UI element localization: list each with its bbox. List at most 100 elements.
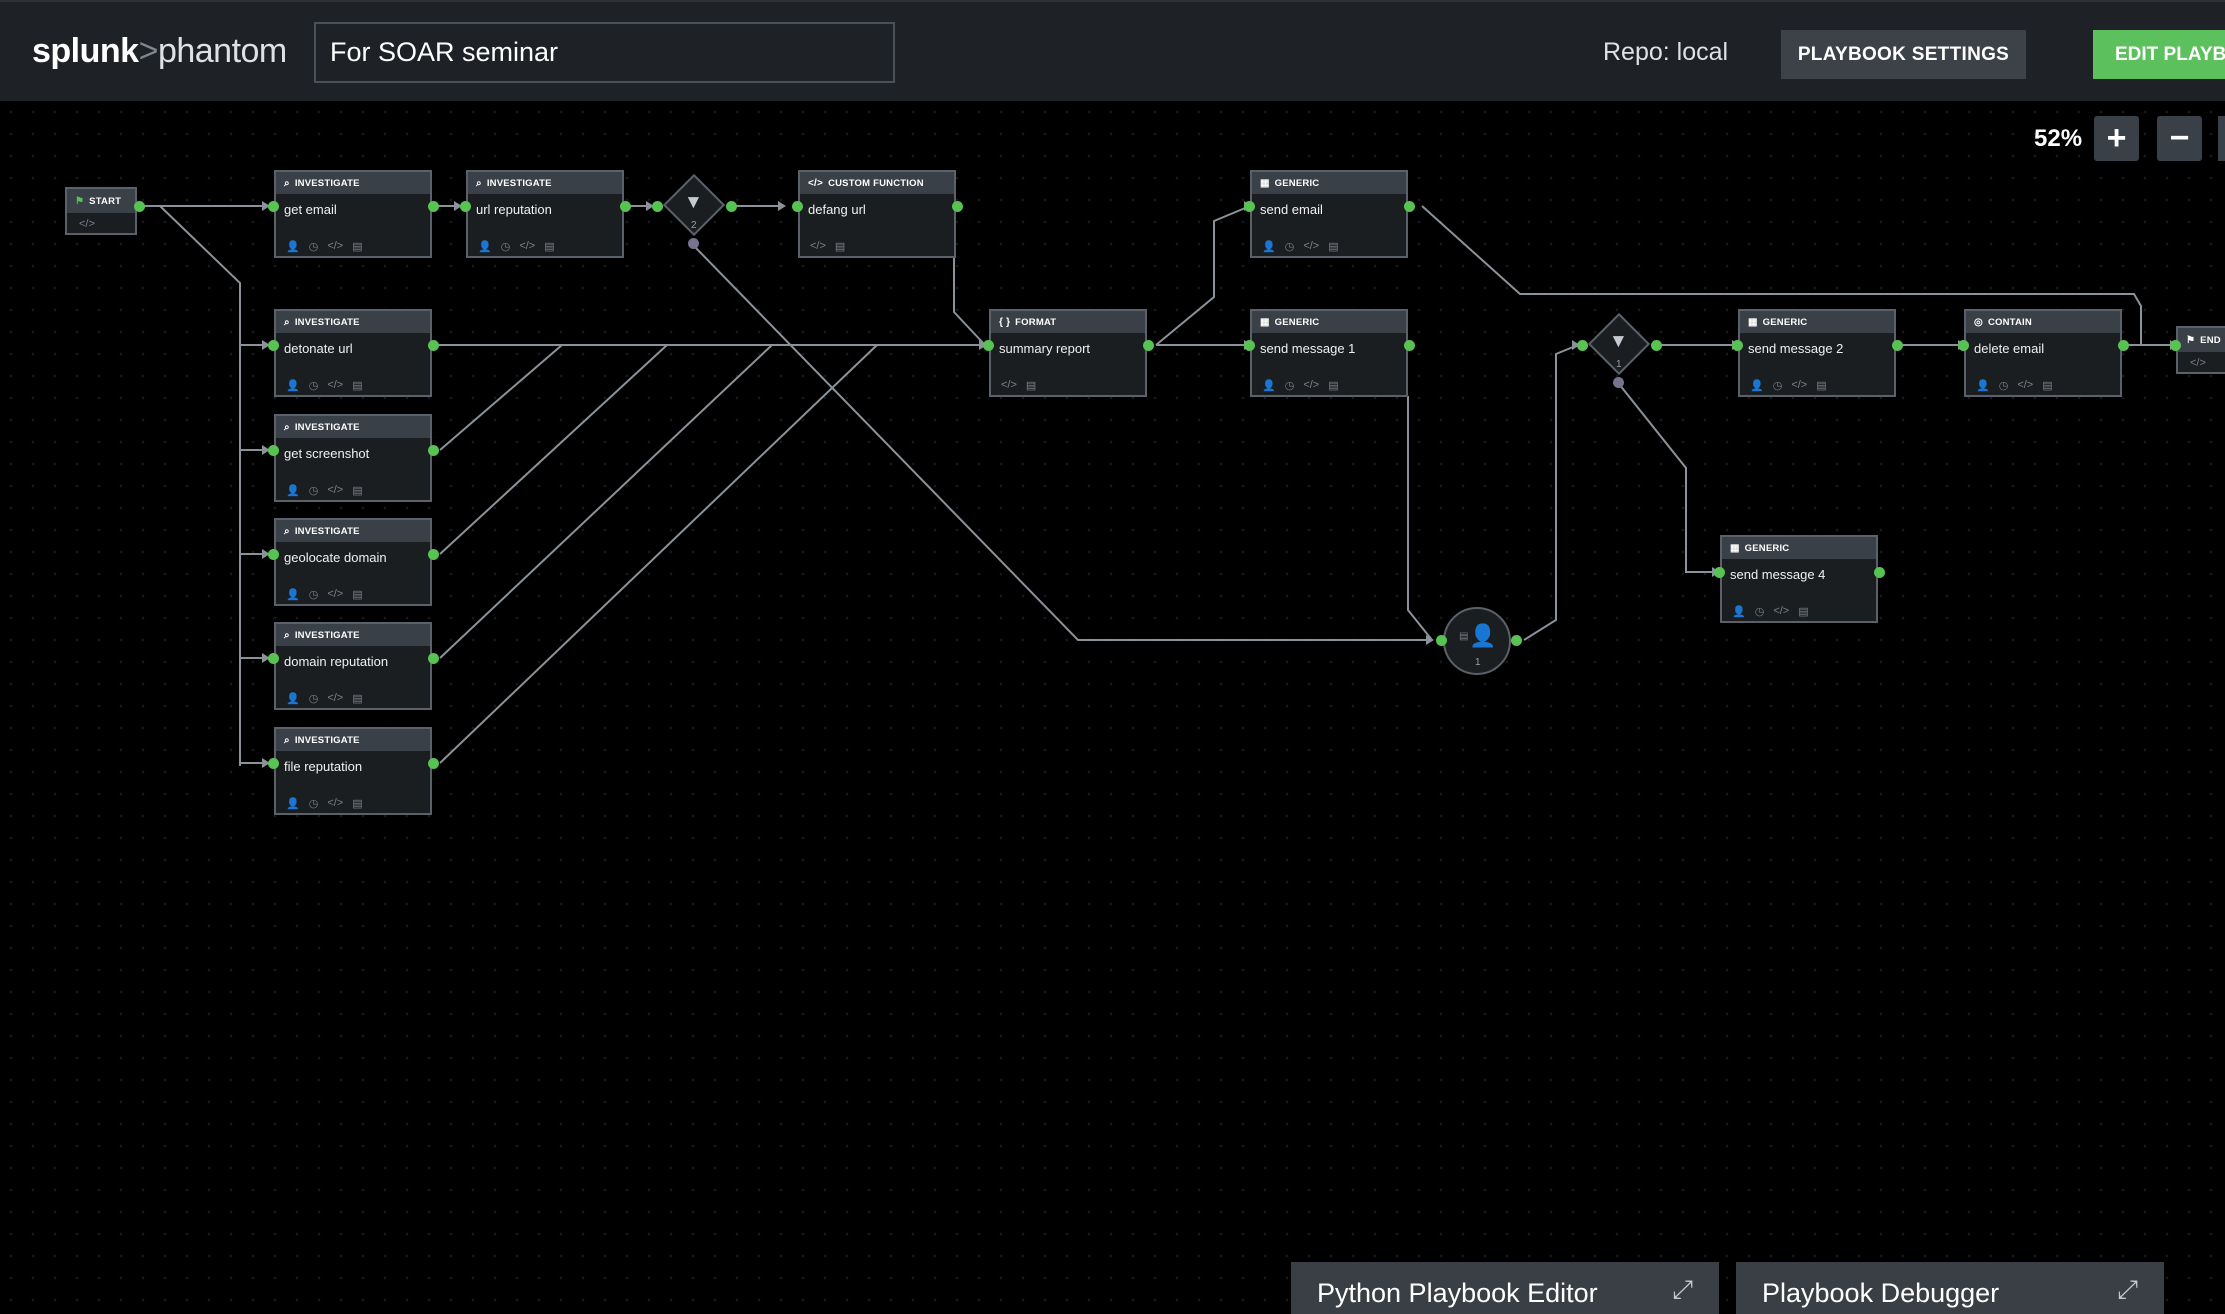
node-get-email[interactable]: ⌕INVESTIGATE get email 👤◷</>▤	[274, 170, 432, 258]
input-port[interactable]	[1732, 340, 1743, 351]
node-domain-reputation[interactable]: ⌕INVESTIGATE domain reputation 👤◷</>▤	[274, 622, 432, 710]
clock-icon[interactable]: ◷	[1284, 380, 1295, 392]
output-port[interactable]	[1404, 201, 1415, 212]
doc-icon[interactable]: ▤	[1816, 380, 1827, 392]
code-icon[interactable]: </>	[327, 692, 344, 704]
zoom-in-button[interactable]: +	[2094, 116, 2139, 161]
node-send-email[interactable]: ▦GENERIC send email 👤◷</>▤	[1250, 170, 1408, 258]
doc-icon[interactable]: ▤	[352, 485, 363, 497]
input-port[interactable]	[268, 340, 279, 351]
input-port[interactable]	[268, 201, 279, 212]
node-get-screenshot[interactable]: ⌕INVESTIGATE get screenshot 👤◷</>▤	[274, 414, 432, 502]
output-port[interactable]	[1404, 340, 1415, 351]
doc-icon[interactable]: ▤	[352, 589, 363, 601]
else-port[interactable]	[688, 238, 699, 249]
input-port[interactable]	[268, 758, 279, 769]
input-port[interactable]	[792, 201, 803, 212]
node-file-reputation[interactable]: ⌕INVESTIGATE file reputation 👤◷</>▤	[274, 727, 432, 815]
clock-icon[interactable]: ◷	[308, 693, 319, 705]
node-geolocate-domain[interactable]: ⌕INVESTIGATE geolocate domain 👤◷</>▤	[274, 518, 432, 606]
output-port[interactable]	[1874, 567, 1885, 578]
user-icon[interactable]: 👤	[286, 380, 300, 392]
user-icon[interactable]: 👤	[1262, 241, 1276, 253]
else-port[interactable]	[1613, 377, 1624, 388]
code-icon[interactable]: </>	[1303, 240, 1320, 252]
python-playbook-editor-tab[interactable]: Python Playbook Editor ⤢	[1291, 1262, 1719, 1314]
user-icon[interactable]: 👤	[1750, 380, 1764, 392]
code-icon[interactable]: </>	[327, 797, 344, 809]
output-port[interactable]	[620, 201, 631, 212]
playbook-debugger-tab[interactable]: Playbook Debugger ⤢	[1736, 1262, 2164, 1314]
output-port[interactable]	[726, 201, 737, 212]
node-send-message-4[interactable]: ▦GENERIC send message 4 👤◷</>▤	[1720, 535, 1878, 623]
code-icon[interactable]: </>	[327, 484, 344, 496]
code-icon[interactable]: </>	[327, 588, 344, 600]
doc-icon[interactable]: ▤	[352, 380, 363, 392]
start-output-port[interactable]	[134, 201, 145, 212]
output-port[interactable]	[428, 340, 439, 351]
input-port[interactable]	[1958, 340, 1969, 351]
code-icon[interactable]: </>	[327, 240, 344, 252]
playbook-settings-button[interactable]: PLAYBOOK SETTINGS	[1781, 30, 2026, 79]
input-port[interactable]	[1244, 340, 1255, 351]
doc-icon[interactable]: ▤	[1328, 241, 1339, 253]
output-port[interactable]	[1892, 340, 1903, 351]
node-delete-email[interactable]: ◎CONTAIN delete email 👤◷</>▤	[1964, 309, 2122, 397]
user-icon[interactable]: 👤	[1262, 380, 1276, 392]
output-port[interactable]	[1511, 635, 1522, 646]
output-port[interactable]	[428, 653, 439, 664]
input-port[interactable]	[1714, 567, 1725, 578]
expand-icon[interactable]: ⤢	[1672, 1274, 1693, 1304]
input-port[interactable]	[268, 445, 279, 456]
user-icon[interactable]: 👤	[478, 241, 492, 253]
code-icon[interactable]: </>	[2017, 379, 2034, 391]
zoom-out-button[interactable]: −	[2157, 116, 2202, 161]
doc-icon[interactable]: ▤	[352, 693, 363, 705]
doc-icon[interactable]: ▤	[1328, 380, 1339, 392]
end-node[interactable]: ⚑END </>	[2176, 326, 2225, 374]
doc-icon[interactable]: ▤	[544, 241, 555, 253]
code-icon[interactable]: </>	[519, 240, 536, 252]
clock-icon[interactable]: ◷	[308, 798, 319, 810]
clock-icon[interactable]: ◷	[1754, 606, 1765, 618]
doc-icon[interactable]: ▤	[1025, 380, 1037, 392]
user-icon[interactable]: 👤	[286, 241, 300, 253]
clock-icon[interactable]: ◷	[1284, 241, 1295, 253]
user-icon[interactable]: 👤	[1732, 606, 1746, 618]
node-defang-url[interactable]: </>CUSTOM FUNCTION defang url </>▤	[798, 170, 956, 258]
node-send-message-1[interactable]: ▦GENERIC send message 1 👤◷</>▤	[1250, 309, 1408, 397]
user-icon[interactable]: 👤	[286, 693, 300, 705]
input-port[interactable]	[1436, 635, 1447, 646]
input-port[interactable]	[1244, 201, 1255, 212]
code-icon[interactable]: </>	[1303, 379, 1320, 391]
clock-icon[interactable]: ◷	[308, 485, 319, 497]
start-node[interactable]: ⚑START </>	[65, 187, 137, 235]
user-icon[interactable]: 👤	[286, 798, 300, 810]
output-port[interactable]	[428, 445, 439, 456]
edit-playbook-button[interactable]: EDIT PLAYBOOK	[2093, 30, 2225, 79]
code-icon[interactable]: </>	[327, 379, 344, 391]
fit-view-button[interactable]	[2218, 116, 2225, 161]
code-icon[interactable]: </>	[1001, 379, 1017, 391]
user-icon[interactable]: 👤	[286, 485, 300, 497]
doc-icon[interactable]: ▤	[352, 798, 363, 810]
input-port[interactable]	[2170, 340, 2181, 351]
node-summary-report[interactable]: { }FORMAT summary report </>▤	[989, 309, 1147, 397]
playbook-name-input[interactable]	[314, 22, 895, 83]
prompt-node[interactable]: 👤 ▤ 1	[1443, 607, 1511, 675]
node-url-reputation[interactable]: ⌕INVESTIGATE url reputation 👤◷</>▤	[466, 170, 624, 258]
input-port[interactable]	[652, 201, 663, 212]
doc-icon[interactable]: ▤	[352, 241, 363, 253]
input-port[interactable]	[268, 549, 279, 560]
doc-icon[interactable]: ▤	[2042, 380, 2053, 392]
user-icon[interactable]: 👤	[1976, 380, 1990, 392]
clock-icon[interactable]: ◷	[1998, 380, 2009, 392]
doc-icon[interactable]: ▤	[834, 241, 846, 253]
clock-icon[interactable]: ◷	[500, 241, 511, 253]
clock-icon[interactable]: ◷	[308, 380, 319, 392]
input-port[interactable]	[268, 653, 279, 664]
input-port[interactable]	[1577, 340, 1588, 351]
node-send-message-2[interactable]: ▦GENERIC send message 2 👤◷</>▤	[1738, 309, 1896, 397]
expand-icon[interactable]: ⤢	[2117, 1274, 2138, 1304]
output-port[interactable]	[428, 201, 439, 212]
